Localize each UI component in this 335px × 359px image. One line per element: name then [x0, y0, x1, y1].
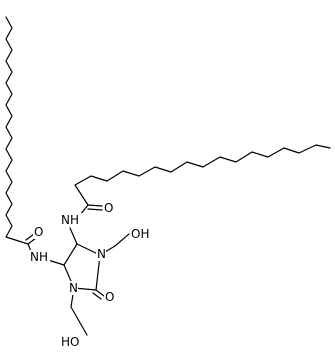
left-alkyl-chain — [5, 16, 29, 245]
atom-nh-right: NH — [61, 213, 79, 227]
atom-o-left: O — [34, 225, 43, 239]
ring-carbonyl-bond-2 — [92, 292, 102, 300]
atom-o-ring: O — [105, 290, 114, 304]
atom-ho-left: HO — [61, 335, 79, 349]
left-nh-ring-bond — [47, 259, 65, 266]
right-nh-ring-bond — [69, 227, 78, 245]
atom-n-upper: N — [97, 247, 106, 261]
right-alkyl-chain — [74, 144, 331, 206]
ring-carbonyl-bond-1 — [95, 289, 105, 297]
atom-n-lower: N — [69, 281, 78, 295]
left-carbonyl-bond-2 — [25, 233, 35, 241]
lower-hydroxyethyl-arm — [70, 287, 88, 336]
atom-o-right: O — [104, 201, 113, 215]
atom-oh-right: OH — [131, 227, 149, 241]
atom-nh-left: NH — [30, 250, 48, 264]
right-carbonyl-bond-1 — [87, 204, 103, 207]
right-carbonyl-bond-2 — [87, 208, 103, 211]
